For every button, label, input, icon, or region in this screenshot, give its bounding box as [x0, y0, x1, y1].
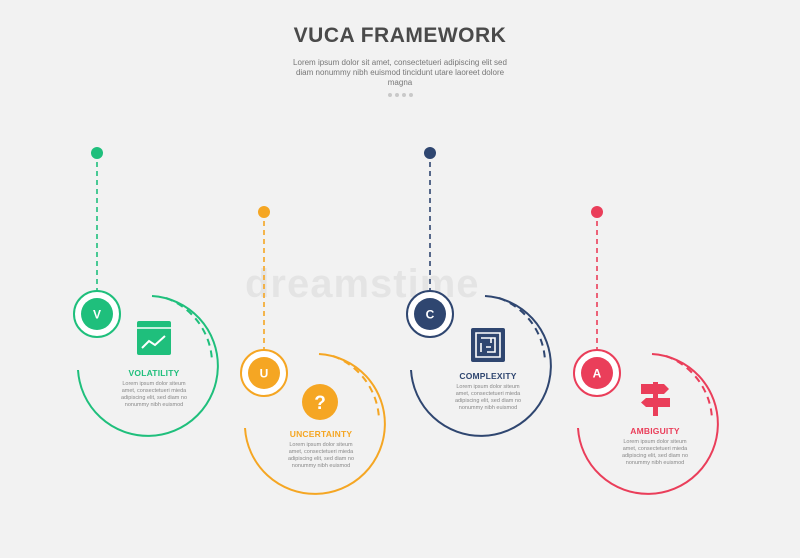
uncertainty-arc-solid	[244, 353, 386, 495]
signpost-icon	[641, 382, 670, 416]
volatility-description: Lorem ipsum dolor siteum amet, consectet…	[120, 381, 188, 408]
ambiguity-letter: A	[593, 367, 602, 381]
ambiguity-description: Lorem ipsum dolor siteum amet, consectet…	[621, 439, 689, 466]
page-title: VUCA FRAMEWORK	[293, 24, 507, 47]
ambiguity-step: A	[573, 206, 719, 495]
ambiguity-letter-badge	[581, 357, 613, 389]
complexity-letter: C	[426, 308, 435, 322]
complexity-step: C	[406, 147, 552, 437]
complexity-label: COMPLEXITY	[459, 371, 517, 381]
uncertainty-letter: U	[260, 367, 269, 381]
complexity-description: Lorem ipsum dolor siteum amet, consectet…	[454, 384, 522, 411]
volatility-letter-badge	[81, 298, 113, 330]
maze-icon	[471, 328, 505, 362]
page-subtitle: Lorem ipsum dolor sit amet, consectetuer…	[293, 58, 507, 87]
complexity-arc-dashed	[498, 297, 546, 362]
uncertainty-description: Lorem ipsum dolor siteum amet, consectet…	[287, 442, 355, 469]
title-divider-dots	[385, 93, 415, 97]
uncertainty-arc-dashed	[332, 355, 380, 420]
ambiguity-arc-solid	[577, 353, 719, 495]
complexity-letter-badge	[414, 298, 446, 330]
volatility-arc-solid	[77, 295, 219, 437]
question-icon: ?	[302, 384, 338, 420]
chart-trend-icon	[137, 321, 171, 355]
uncertainty-label: UNCERTAINTY	[289, 429, 353, 439]
uncertainty-letter-badge	[248, 357, 280, 389]
ambiguity-arc-dashed	[665, 355, 713, 420]
uncertainty-anchor-dot	[258, 206, 270, 218]
svg-text:?: ?	[314, 393, 326, 414]
volatility-label: VOLATILITY	[128, 368, 180, 378]
uncertainty-step: U ?	[240, 206, 386, 495]
volatility-arc-dashed	[165, 297, 213, 362]
volatility-step: V	[73, 147, 219, 437]
ambiguity-anchor-dot	[591, 206, 603, 218]
ambiguity-label: AMBIGUITY	[630, 426, 680, 436]
complexity-arc-solid	[410, 295, 552, 437]
volatility-letter: V	[93, 308, 101, 322]
volatility-anchor-dot	[91, 147, 103, 159]
complexity-anchor-dot	[424, 147, 436, 159]
